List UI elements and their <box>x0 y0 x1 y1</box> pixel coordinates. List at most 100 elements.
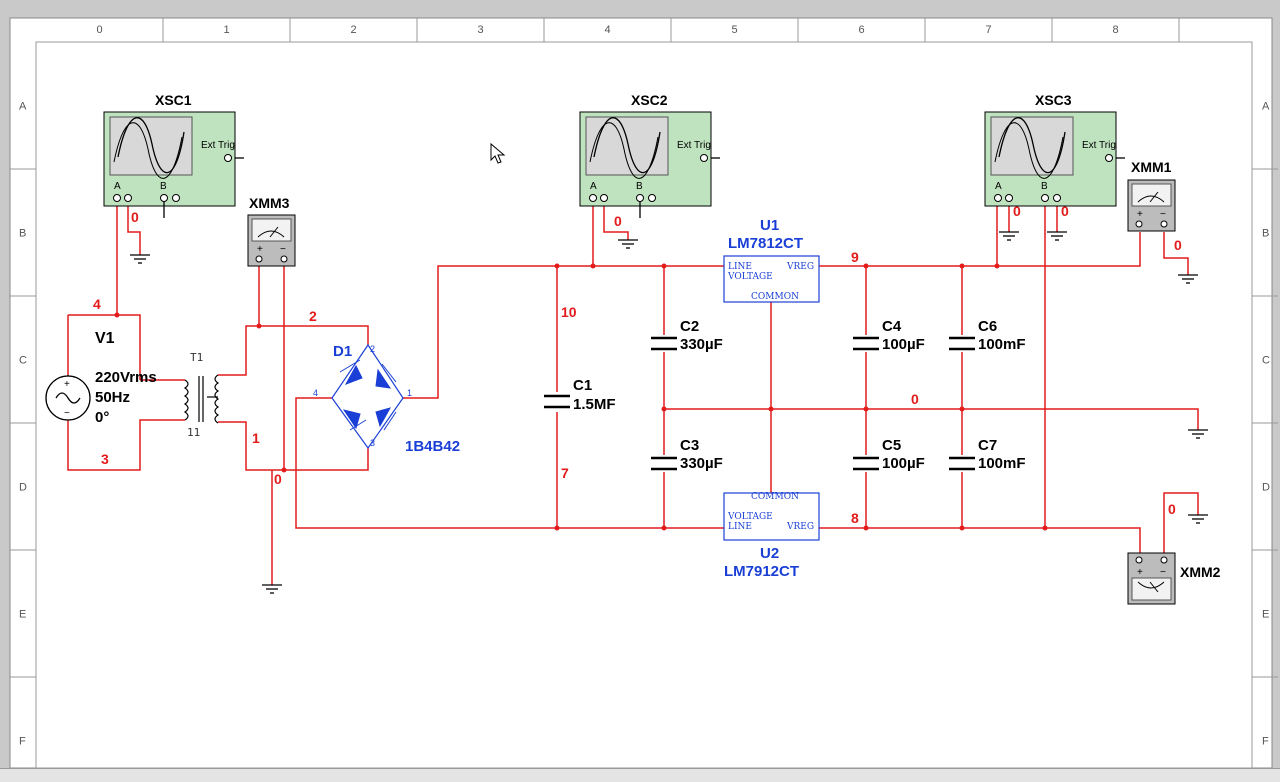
net-label: 9 <box>851 249 859 265</box>
row-label: B <box>19 228 26 240</box>
oscilloscope-xsc1[interactable]: Ext Trig A B <box>103 111 244 218</box>
svg-text:−: − <box>1160 209 1166 220</box>
channel-a-label: A <box>114 181 121 192</box>
bridge-rectifier-d1[interactable]: 2 1 3 4 <box>313 343 412 450</box>
svg-text:−: − <box>64 408 70 419</box>
svg-text:+: + <box>1137 209 1143 220</box>
net-labels: 4 3 2 1 0 0 0 0 0 0 0 0 10 7 9 8 <box>93 203 1182 526</box>
u1-pin-line: LINE <box>728 262 752 272</box>
oscilloscope-xsc2[interactable]: Ext Trig A B <box>579 111 720 218</box>
channel-b-label: B <box>1041 181 1048 192</box>
column-label: 6 <box>859 24 865 36</box>
capacitor-c3[interactable] <box>651 456 677 471</box>
regulator-u1[interactable]: LINE VOLTAGE VREG COMMON <box>723 255 820 303</box>
c6-name: C6 <box>978 318 997 335</box>
net-label: 0 <box>1168 501 1176 517</box>
c5-name: C5 <box>882 437 901 454</box>
junctions <box>114 263 1048 531</box>
svg-text:−: − <box>280 244 286 255</box>
transformer-t1[interactable] <box>183 374 220 424</box>
t1-ratio: 11 <box>187 426 200 439</box>
row-label: E <box>1262 609 1269 621</box>
row-label: A <box>1262 101 1270 113</box>
sine-source-icon <box>55 392 81 404</box>
capacitor-c4[interactable] <box>853 336 879 351</box>
ground-icon <box>130 254 150 264</box>
row-label: B <box>1262 228 1269 240</box>
c7-name: C7 <box>978 437 997 454</box>
column-label: 5 <box>732 24 738 36</box>
net-label: 7 <box>561 465 569 481</box>
svg-text:+: + <box>257 244 263 255</box>
ext-trig-label: Ext Trig <box>677 140 711 151</box>
net-label: 8 <box>851 510 859 526</box>
u1-pin-common: COMMON <box>751 292 799 302</box>
c1-name: C1 <box>573 377 592 394</box>
ground-icon <box>1188 429 1208 439</box>
net-label: 0 <box>911 391 919 407</box>
oscilloscope-xsc3[interactable]: Ext Trig A B <box>984 111 1125 207</box>
xsc2-label: XSC2 <box>631 92 668 108</box>
row-label: F <box>19 736 26 748</box>
ext-trig-label: Ext Trig <box>201 140 235 151</box>
v1-phase: 0° <box>95 409 109 426</box>
xmm2-label: XMM2 <box>1180 564 1221 580</box>
u2-model: LM7912CT <box>724 563 799 580</box>
u2-pin-voltage: VOLTAGE <box>727 512 773 522</box>
diode-icon <box>342 409 361 430</box>
multimeter-xmm1[interactable]: + − <box>1127 179 1176 232</box>
net-label: 2 <box>309 308 317 324</box>
d1-pin3: 3 <box>370 438 375 448</box>
ext-trig-label: Ext Trig <box>1082 140 1116 151</box>
v1-voltage: 220Vrms <box>95 369 157 386</box>
capacitor-c2[interactable] <box>651 336 677 351</box>
column-label: 2 <box>351 24 357 36</box>
status-bar <box>0 768 1280 782</box>
column-label: 4 <box>605 24 611 36</box>
xmm1-label: XMM1 <box>1131 159 1172 175</box>
capacitor-c5[interactable] <box>853 456 879 471</box>
diode-icon <box>375 407 392 428</box>
row-label: F <box>1262 736 1269 748</box>
net-label: 0 <box>1061 203 1069 219</box>
u2-name: U2 <box>760 545 779 562</box>
u1-name: U1 <box>760 217 779 234</box>
t1-name: T1 <box>190 351 203 364</box>
column-label: 8 <box>1113 24 1119 36</box>
v1-frequency: 50Hz <box>95 389 130 406</box>
net-label: 4 <box>93 296 101 312</box>
net-label: 0 <box>274 471 282 487</box>
column-label: 0 <box>97 24 103 36</box>
capacitor-c6[interactable] <box>949 336 975 351</box>
c7-value: 100mF <box>978 455 1026 472</box>
ground-icon <box>262 584 282 594</box>
xsc1-label: XSC1 <box>155 92 192 108</box>
u2-pin-vreg: VREG <box>786 522 814 532</box>
c3-value: 330µF <box>680 455 723 472</box>
mouse-cursor-icon <box>490 142 506 164</box>
svg-text:+: + <box>64 379 70 390</box>
wires[interactable] <box>67 205 1199 585</box>
c2-value: 330µF <box>680 336 723 353</box>
regulator-u2[interactable]: COMMON VOLTAGE LINE VREG <box>723 492 820 541</box>
net-label: 0 <box>614 213 622 229</box>
meter-needle-icon <box>1137 581 1165 593</box>
ac-source-v1[interactable]: + − <box>45 375 91 421</box>
u1-pin-vreg: VREG <box>786 262 814 272</box>
u1-pin-voltage: VOLTAGE <box>727 272 773 282</box>
net-label: 0 <box>131 209 139 225</box>
u2-pin-common: COMMON <box>751 492 799 502</box>
d1-pin2: 2 <box>370 344 375 354</box>
u2-pin-line: LINE <box>728 522 752 532</box>
multimeter-xmm3[interactable]: + − <box>247 214 296 267</box>
multimeter-xmm2[interactable]: + − <box>1127 552 1176 605</box>
column-label: 3 <box>478 24 484 36</box>
ground-icon <box>1047 231 1067 241</box>
capacitor-c7[interactable] <box>949 456 975 471</box>
capacitor-c1[interactable] <box>544 394 570 409</box>
meter-needle-icon <box>257 226 285 238</box>
d1-pin1: 1 <box>407 388 412 398</box>
